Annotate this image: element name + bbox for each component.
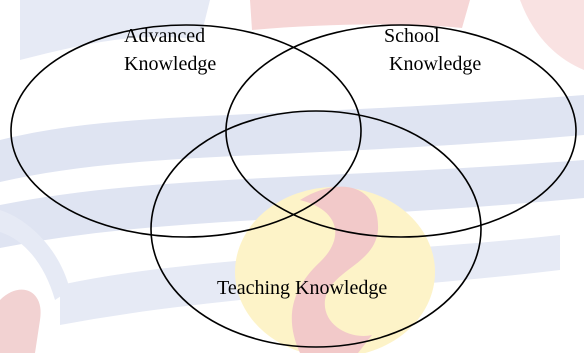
teaching-knowledge-circle [150,110,482,348]
watermark-emblem-red [291,186,379,353]
school-knowledge-label-line1: School [384,25,440,47]
watermark-right-top [520,0,584,70]
watermark-band-1 [0,95,584,182]
advanced-knowledge-circle [10,24,362,238]
advanced-knowledge-label-line2: Knowledge [124,53,216,75]
watermark-top-red [250,0,470,30]
watermark-left-red [0,289,41,353]
teaching-knowledge-label: Teaching Knowledge [217,277,387,299]
watermark-left-blue [0,210,70,300]
school-knowledge-label-line2: Knowledge [389,53,481,75]
watermark-top-left [20,0,210,60]
school-knowledge-circle [225,24,577,238]
advanced-knowledge-label-line1: Advanced [124,25,205,47]
